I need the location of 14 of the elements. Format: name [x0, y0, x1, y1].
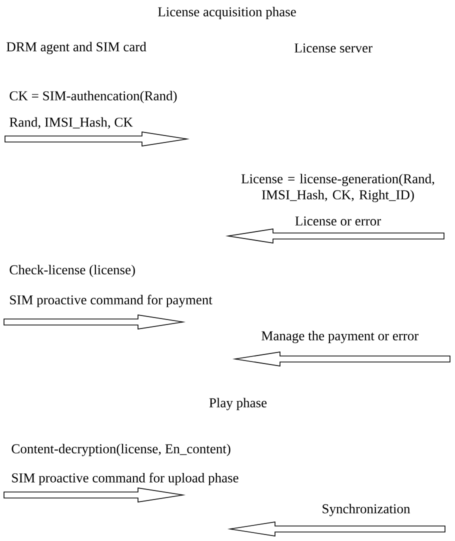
message-label: License or error — [295, 216, 381, 226]
computation-note: Check-license (license) — [10, 264, 135, 278]
party-label: DRM agent and SIM card — [6, 42, 146, 54]
message-label: SIM proactive command for payment — [10, 294, 212, 308]
computation-note: License = license-generation(Rand, IMSI_Hash, CK, Right_ID) — [241, 174, 434, 202]
computation-note: CK = SIM-authencation(Rand) — [10, 90, 177, 104]
message-label: Synchronization — [322, 504, 410, 516]
message-label: Rand, IMSI_Hash, CK — [10, 117, 133, 129]
phase-heading: Play phase — [209, 398, 267, 410]
computation-note: Content-decryption(license, En_content) — [12, 444, 230, 456]
message-label: SIM proactive command for upload phase — [12, 472, 238, 486]
message-label: Manage the payment or error — [262, 330, 419, 344]
party-label: License server — [294, 43, 372, 53]
phase-heading: License acquisition phase — [158, 6, 296, 20]
